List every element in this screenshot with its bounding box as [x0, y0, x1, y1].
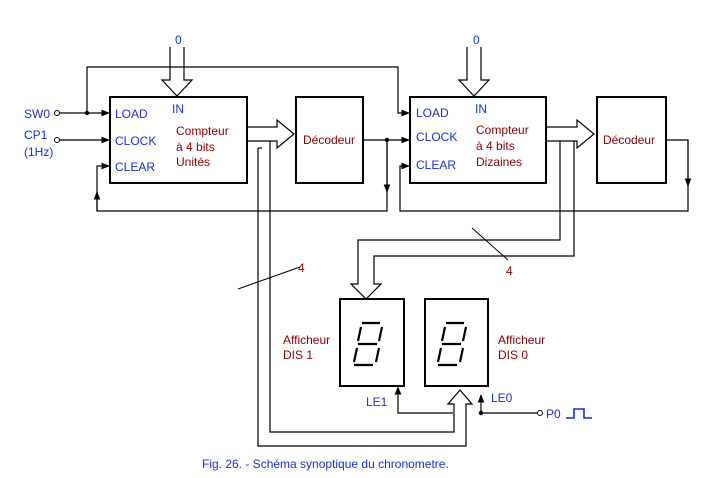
p0-terminal: [537, 410, 543, 416]
counter-tens-title3: Dizaines: [476, 155, 522, 169]
cp1-freq-label: (1Hz): [24, 145, 53, 159]
le0-label: LE0: [491, 391, 513, 405]
counter-units-title3: Unités: [176, 155, 210, 169]
decoder-units-label: Décodeur: [303, 133, 355, 147]
display0-line1: Afficheur: [498, 333, 545, 347]
display1-line2: DIS 1: [283, 348, 313, 362]
sw0-label: SW0: [24, 107, 50, 121]
decoder-tens-block: [596, 96, 667, 184]
load-pin-units: LOAD: [115, 107, 148, 121]
in-value-units: 0: [175, 33, 182, 47]
counter-units-title2: à 4 bits: [176, 140, 215, 154]
bus-units-to-display0: [257, 141, 474, 447]
decoder-tens-label: Décodeur: [603, 133, 655, 147]
bus-tens-to-decoder: [546, 118, 595, 150]
clock-pin-units: CLOCK: [115, 134, 156, 148]
display1-line1: Afficheur: [283, 333, 330, 347]
clear-pin-tens: CLEAR: [416, 158, 456, 172]
display0-line2: DIS 0: [498, 348, 528, 362]
figure-caption: Fig. 26. - Schéma synoptique du chronome…: [202, 457, 449, 471]
le1-wire: [394, 386, 453, 414]
cp1-terminal: [54, 137, 60, 143]
display1-block: [339, 298, 405, 387]
in-pin-tens: IN: [475, 102, 487, 116]
wiring: [54, 66, 692, 419]
load-pin-tens: LOAD: [416, 106, 449, 120]
cp1-label: CP1: [24, 128, 48, 142]
decoder-units-block: [295, 96, 364, 184]
junction-dot: [84, 110, 90, 116]
clock-pin-tens: CLOCK: [416, 130, 457, 144]
seven-segment-digit-dis0: [436, 321, 468, 367]
seven-segment-digit-dis1: [352, 321, 384, 367]
counter-tens-title2: à 4 bits: [476, 139, 515, 153]
pulse-icon: [566, 408, 592, 419]
in-value-tens: 0: [473, 33, 480, 47]
display0-block: [424, 298, 489, 387]
junction-dot: [478, 410, 484, 416]
p0-label: P0: [546, 407, 561, 421]
counter-units-block: [109, 96, 248, 184]
bus-units-to-decoder: [248, 118, 295, 150]
in-bus-units: [160, 47, 194, 97]
bus-width-mark-left: [237, 266, 301, 290]
le1-label: LE1: [366, 395, 388, 409]
in-bus-tens: [457, 47, 491, 97]
tens-clear-wire: [399, 139, 689, 212]
clear-pin-units: CLEAR: [115, 160, 155, 174]
load-bus-wire: [86, 66, 410, 117]
in-pin-units: IN: [172, 102, 184, 116]
counter-tens-block: [409, 96, 547, 184]
sw0-terminal: [54, 110, 60, 116]
bus-width-right: 4: [506, 264, 513, 278]
counter-tens-title1: Compteur: [476, 123, 529, 137]
counter-units-title1: Compteur: [176, 124, 229, 138]
bus-width-left: 4: [298, 261, 305, 275]
bus-width-mark-right: [471, 227, 509, 261]
